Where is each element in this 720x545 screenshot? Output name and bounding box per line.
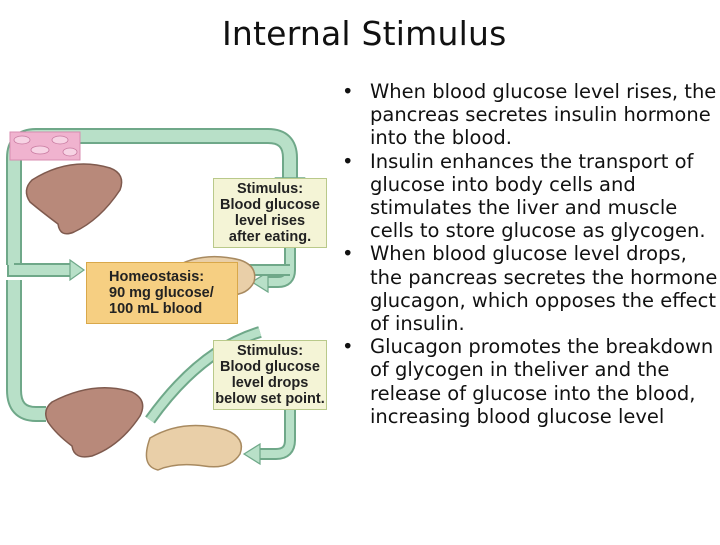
bullet-item: •When blood glucose level drops, the pan… (342, 242, 718, 336)
liver-icon-top (25, 163, 123, 235)
bullet-item: •Insulin enhances the transport of gluco… (342, 149, 706, 243)
bullet-item: •When blood glucose level rises, the pan… (342, 80, 717, 150)
body-cells-icon (9, 131, 81, 161)
bullet-list: •When blood glucose level rises, the pan… (338, 80, 720, 428)
liver-icon-bottom (45, 387, 144, 458)
stimulus-drop-box: Stimulus: Blood glucose level drops belo… (213, 340, 327, 410)
stimulus-rise-box: Stimulus: Blood glucose level rises afte… (213, 178, 327, 248)
slide-title: Internal Stimulus (222, 14, 507, 53)
pancreas-icon-bottom (145, 424, 243, 471)
homeostasis-box: Homeostasis: 90 mg glucose/ 100 mL blood (86, 262, 238, 324)
bullet-item: •Glucagon promotes the breakdown of glyc… (342, 335, 714, 428)
homeostasis-diagram: Stimulus: Blood glucose level rises afte… (0, 120, 335, 540)
